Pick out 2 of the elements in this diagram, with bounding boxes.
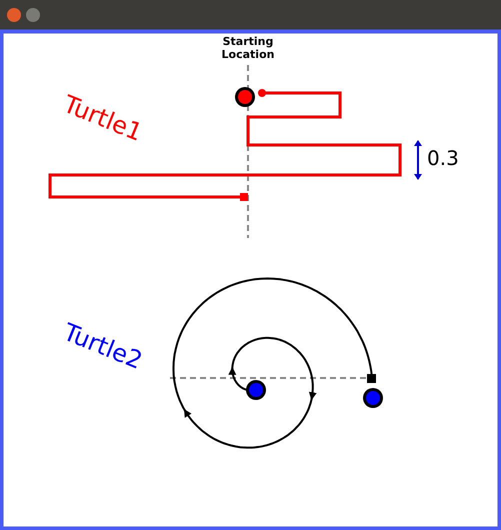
dimension-label: 0.3 (427, 146, 459, 170)
location-label: Starting Location (220, 35, 276, 61)
